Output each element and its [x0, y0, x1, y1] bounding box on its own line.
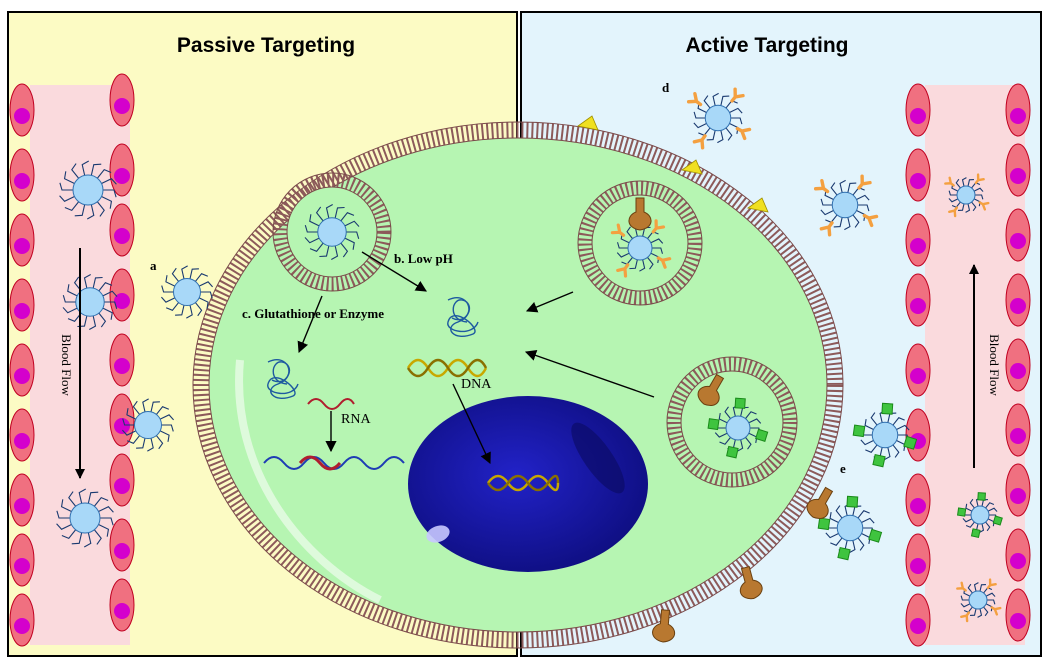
receptor [739, 565, 763, 600]
red-blood-cell [109, 518, 135, 572]
red-blood-cell [9, 593, 35, 647]
red-blood-cell [9, 83, 35, 137]
red-blood-cell [109, 143, 135, 197]
nanoparticle [161, 265, 213, 319]
nanoparticles [56, 87, 1003, 623]
nanoparticle [956, 492, 1003, 539]
red-blood-cell [109, 333, 135, 387]
label-a: a [150, 258, 157, 273]
nanoparticle [944, 173, 990, 218]
red-blood-cell [109, 203, 135, 257]
red-blood-cell [109, 268, 135, 322]
blood-flow-label-right: Blood Flow [987, 334, 1002, 396]
red-blood-cell [1005, 83, 1031, 137]
label-c: c. Glutathione or Enzyme [242, 306, 384, 321]
passive-title: Passive Targeting [177, 34, 355, 57]
red-blood-cell [9, 533, 35, 587]
red-blood-cell [1005, 338, 1031, 392]
receptors [628, 197, 834, 643]
red-blood-cell [905, 408, 931, 462]
red-blood-cell [905, 593, 931, 647]
label-b: b. Low pH [394, 251, 453, 266]
nanoparticle [686, 87, 752, 150]
receptor [628, 197, 652, 231]
red-blood-cell [905, 473, 931, 527]
red-blood-cell [109, 393, 135, 447]
red-blood-cell [905, 213, 931, 267]
nanoparticle [817, 495, 883, 561]
nanoparticle [852, 402, 918, 468]
red-blood-cell [9, 213, 35, 267]
red-blood-cell [9, 343, 35, 397]
red-blood-cell [109, 578, 135, 632]
red-blood-cell [1005, 403, 1031, 457]
red-blood-cell [905, 343, 931, 397]
rna-strand [263, 398, 405, 471]
receptor [652, 609, 676, 643]
cargo-tangle [267, 297, 479, 399]
red-blood-cell [905, 533, 931, 587]
red-blood-cell [1005, 588, 1031, 642]
receptor [697, 373, 725, 406]
rna-label: RNA [341, 412, 371, 427]
red-blood-cell [9, 473, 35, 527]
red-blood-cell [9, 148, 35, 202]
red-blood-cell [109, 73, 135, 127]
nanoparticle [59, 160, 117, 220]
nanoparticle [62, 273, 118, 331]
receptor [806, 486, 834, 519]
red-blood-cell [109, 453, 135, 507]
label-e: e [840, 461, 846, 476]
nanoparticle [304, 203, 360, 261]
dna-label: DNA [461, 377, 492, 392]
red-blood-cell [905, 83, 931, 137]
red-blood-cell [1005, 143, 1031, 197]
red-blood-cell [1005, 528, 1031, 582]
red-blood-cell [905, 273, 931, 327]
nanoparticle [56, 488, 114, 548]
flow-arrows [75, 248, 979, 479]
dna-helix [406, 358, 560, 492]
red-blood-cell [1005, 273, 1031, 327]
nanoparticle [610, 219, 672, 278]
red-blood-cell [1005, 463, 1031, 517]
blood-flow-label-left: Blood Flow [59, 334, 74, 396]
red-blood-cell [9, 408, 35, 462]
active-title: Active Targeting [686, 34, 849, 57]
nanoparticle [956, 578, 1002, 623]
nanoparticle [813, 174, 879, 237]
red-blood-cell [1005, 208, 1031, 262]
membrane-markers [577, 115, 769, 213]
label-d: d [662, 80, 670, 95]
nanoparticle [707, 397, 769, 459]
red-blood-cell [9, 278, 35, 332]
nanoparticle [122, 398, 174, 452]
red-blood-cell [905, 148, 931, 202]
